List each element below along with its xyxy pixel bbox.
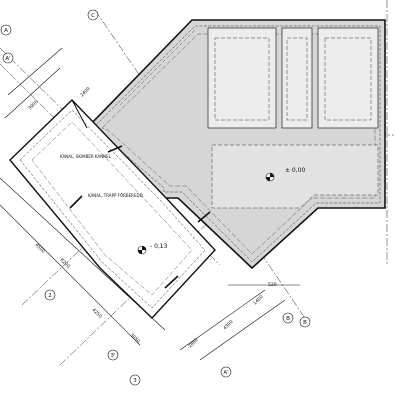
level-marker-left: - 0,13 <box>137 243 168 255</box>
dim-520: 520 <box>268 282 277 288</box>
level-marker-right: ± 0,00 <box>265 167 305 182</box>
dim-4250: 4250 <box>91 307 103 319</box>
dim-4300: 4300 <box>222 319 234 331</box>
grid-bubble-3-prime: 3' <box>107 349 119 361</box>
svg-text:± 0,00: ± 0,00 <box>285 167 305 174</box>
annotation-kanal-1: KANAL, SKIMBER KANNEL <box>60 154 112 159</box>
grid-bubble-a-prime: A' <box>2 52 14 64</box>
grid-bubble-a-prime-bottom: A' <box>220 366 232 378</box>
dim-8200: 8200 <box>59 257 71 269</box>
dim-4500: 4500 <box>34 242 46 254</box>
dim-2400: 2400 <box>79 86 91 98</box>
svg-text:3': 3' <box>110 353 115 359</box>
section-markers <box>69 145 211 289</box>
left-building <box>9 99 216 319</box>
grid-bubble-2: 2 <box>44 289 56 301</box>
svg-text:B: B <box>303 320 307 326</box>
grid-bubble-b: B <box>282 312 294 324</box>
dim-3050: 3050 <box>129 332 141 344</box>
svg-text:2: 2 <box>48 293 52 299</box>
svg-text:- 0,13: - 0,13 <box>150 243 168 250</box>
svg-text:C: C <box>91 13 95 19</box>
grid-bubble-c: C <box>87 9 99 21</box>
dim-1400: 1400 <box>252 294 264 306</box>
svg-text:B: B <box>286 316 290 322</box>
grid-bubble-3: 3 <box>129 374 141 386</box>
dim-2880: 2880 <box>187 337 199 349</box>
dim-3900: 3900 <box>27 99 39 111</box>
svg-text:A': A' <box>5 56 10 62</box>
svg-text:A: A <box>4 28 8 34</box>
dimension-lines <box>0 47 300 361</box>
grid-bubble-a: A <box>0 24 12 36</box>
svg-text:A': A' <box>223 370 228 376</box>
grid-bubble-b-bottom: B <box>299 316 311 328</box>
annotation-kanal-2: KANAL, TRAPP FÖRBEREDD <box>88 193 143 198</box>
right-building <box>85 19 386 270</box>
svg-text:3: 3 <box>133 378 137 384</box>
